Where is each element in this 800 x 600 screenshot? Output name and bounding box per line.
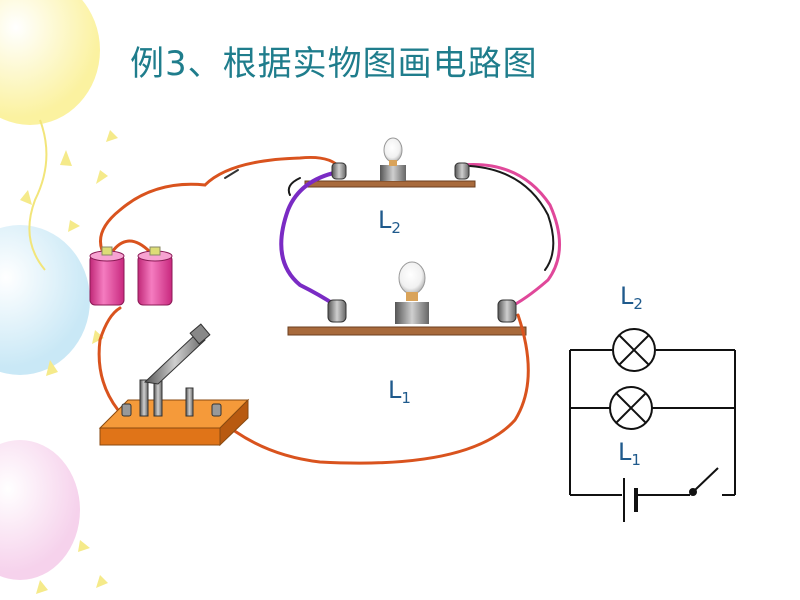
wires [97,156,561,465]
balloon-yellow [0,0,100,125]
battery-left [89,246,125,306]
label-lamp-top: L2 [378,206,401,237]
sun-rays [20,130,118,594]
switch-blade [694,467,719,491]
label-schematic-bottom: L1 [618,438,641,469]
board-top [304,180,476,188]
wire-pink [460,163,561,310]
knife-switch [98,323,250,447]
label-schematic-top: L2 [620,282,643,313]
balloon-blue [0,225,90,375]
wire-purple [279,170,340,307]
lamp-symbol-top [612,328,656,372]
wire-switch-to-battery [97,306,122,412]
terminals [327,162,517,323]
lamp-symbol-bottom [609,386,653,430]
wire-switch-to-lamp1 [216,313,530,465]
balloon-pink [0,440,80,580]
schematic-diagram [569,328,736,522]
switch-pivot [689,488,697,496]
wire-battery-link [110,239,152,254]
page-title: 例3、根据实物图画电路图 [130,44,538,84]
wire-battery-to-lamp2 [99,156,342,252]
board-bottom [287,326,527,336]
battery-right [137,246,173,306]
lamp-bottom [395,261,429,324]
label-lamp-bottom: L1 [388,376,411,407]
lamp-top [380,137,406,181]
